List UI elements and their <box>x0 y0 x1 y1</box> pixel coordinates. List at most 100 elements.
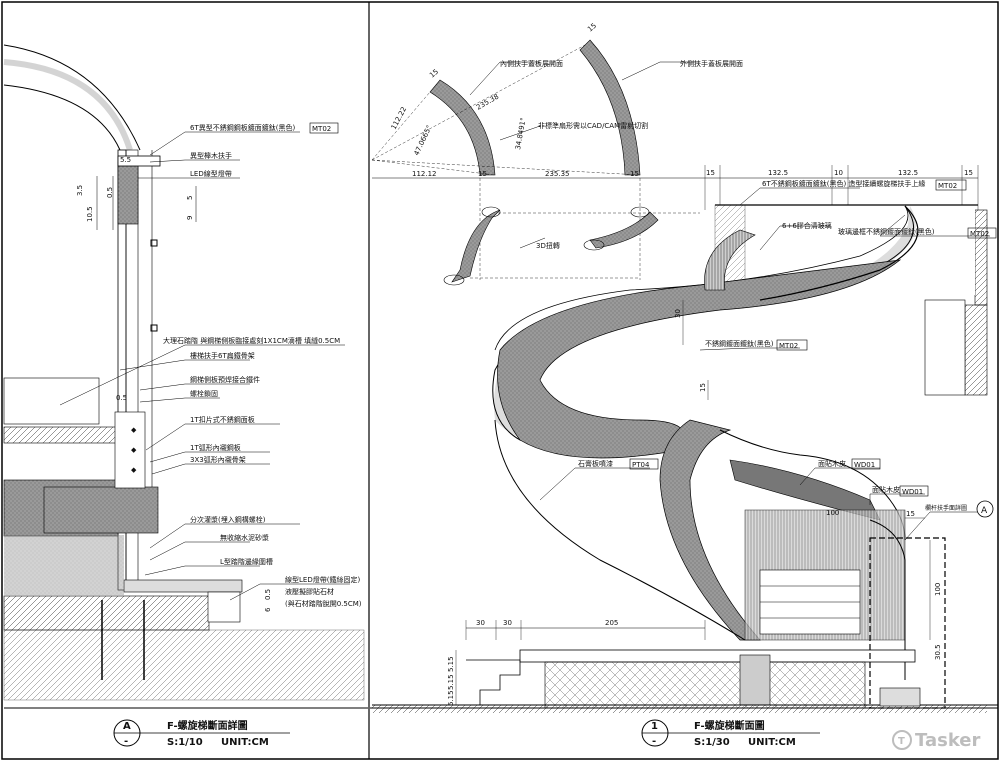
left-title-block: A - F-螺旋梯斷面詳圖 S:1/10 UNIT:CM <box>4 707 368 748</box>
dim-10-5: 10.5 <box>86 206 94 222</box>
left-unit: UNIT:CM <box>221 737 269 748</box>
spiral-staircase <box>372 204 998 713</box>
anno-right-6-tag: WD01 <box>902 488 923 496</box>
spiral-dimensions: 30 15 15 100 100 30.5 30 30 205 5.15 5.1… <box>447 300 942 706</box>
dim-top-b: 132.5 <box>768 169 788 177</box>
svg-text:T: T <box>898 736 905 747</box>
dim-3-5: 3.5 <box>76 185 84 196</box>
dim-t1: 15 <box>428 68 440 80</box>
anno-left-2: LED線型燈帶 <box>190 169 232 178</box>
right-title: F-螺旋梯斷面圖 <box>694 719 765 732</box>
watermark-text: Tasker <box>915 730 981 751</box>
anno-left-11: 無收縮水泥砂漿 <box>220 533 269 542</box>
dim-h4: 15 <box>630 170 639 178</box>
dim-top-c: 10 <box>834 169 843 177</box>
anno-left-3: 大理石踏階 與鋼梯側板臨接處刻1X1CM滴槽 填縫0.5CM <box>163 336 340 345</box>
anno-left-0: 6T異型不銹鋼鋼板鍍面鍍鈦(黑色) <box>190 123 295 132</box>
label-outer-handrail: 外側扶手蓋板展開面 <box>680 59 743 68</box>
left-annotations: 6T異型不銹鋼鋼板鍍面鍍鈦(黑色) MT02 異型櫸木扶手 LED線型燈帶 大理… <box>163 122 362 608</box>
dim-r100: 100 <box>826 509 839 517</box>
left-title: F-螺旋梯斷面詳圖 <box>167 719 248 732</box>
anno-right-6: 面貼木皮 <box>872 485 900 494</box>
spiral-top-dimensions: 15 132.5 10 132.5 15 <box>704 165 979 210</box>
dim-h1: 112.12 <box>412 170 437 178</box>
dim-bottom-a: 30 <box>476 619 485 627</box>
anno-left-0-tag: MT02 <box>312 125 331 133</box>
anno-left-6: 螺栓鎖固 <box>190 389 218 398</box>
anno-left-13: 線型LED燈帶(鐵絲固定) <box>285 575 360 584</box>
callout-letter: A <box>981 506 988 516</box>
anno-left-5: 鋼梯側板預焊接合鐵件 <box>190 375 260 384</box>
dim-r2: 235.38 <box>475 93 500 112</box>
dim-r1: 112.22 <box>390 106 409 131</box>
anno-right-0-tag: MT02 <box>938 182 957 190</box>
svg-text:◆: ◆ <box>131 426 137 434</box>
anno-right-3-tag: MT02 <box>779 342 798 350</box>
label-inner-handrail: 內側扶手蓋板展開面 <box>500 59 563 68</box>
dim-0-5b: 0.5 <box>116 394 127 402</box>
dim-h3: 235.35 <box>545 170 570 178</box>
anno-right-1: 6+6膠合清玻璃 <box>782 221 832 230</box>
anno-left-1: 異型櫸木扶手 <box>190 151 232 160</box>
anno-left-4: 樓梯扶手6T扁鐵骨架 <box>190 351 255 360</box>
anno-right-2: 玻璃邊框不銹鋼鍍面鍍鈦(黑色) <box>838 227 935 236</box>
anno-left-14: 液壓擬膠貼石材 <box>285 587 334 596</box>
label-cnc-cut: 非標準扇形需以CAD/CAM雷射切割 <box>538 121 648 130</box>
svg-text:◆: ◆ <box>131 446 137 454</box>
dim-v15: 15 <box>699 383 707 392</box>
anno-left-12: L型踏階邊緣圍槽 <box>220 557 273 566</box>
dim-r15: 15 <box>906 510 915 518</box>
dim-0-5c: 0.5 <box>264 589 272 600</box>
dim-5: 5 <box>186 196 194 200</box>
handrail-developed-views <box>371 39 705 286</box>
anno-left-7: 1T扣片式不銹鋼面板 <box>190 415 255 424</box>
dim-v30: 30 <box>674 309 682 318</box>
dim-step-0: 5.15 <box>447 656 455 672</box>
dim-0-5a: 0.5 <box>106 187 114 198</box>
left-dimensions: 3.5 10.5 0.5 5 9 5.5 0.5 0.5 6 <box>76 156 272 612</box>
anno-left-9: 3X3弧形內襯骨架 <box>190 455 246 464</box>
left-section-detail: ◆ ◆ ◆ <box>3 44 365 701</box>
dim-6: 6 <box>264 607 272 612</box>
anno-right-0: 6T不銹鋼板鍍面鍍鈦(黑色) 造型接續螺旋梯扶手上緣 <box>762 179 925 188</box>
top-dimensions: 112.22 235.38 47.0665° 34.8491° 15 15 11… <box>390 22 639 178</box>
left-scale: S:1/10 <box>167 737 203 748</box>
left-leaders <box>59 131 350 601</box>
anno-right-5: 面貼木皮 <box>818 459 846 468</box>
dim-h2: 15 <box>478 170 487 178</box>
right-scale: S:1/30 <box>694 737 730 748</box>
watermark: T Tasker <box>892 730 981 751</box>
dim-top-a: 15 <box>706 169 715 177</box>
dim-a2: 34.8491° <box>514 117 528 150</box>
anno-right-2-tag: MT02 <box>970 230 989 238</box>
svg-text:◆: ◆ <box>131 466 137 474</box>
left-bubble-sub: - <box>124 736 128 747</box>
anno-right-5-tag: WD01 <box>854 461 875 469</box>
left-bubble-letter: A <box>123 721 131 732</box>
dim-bottom-b: 30 <box>503 619 512 627</box>
dim-a1: 47.0665° <box>413 124 434 157</box>
anno-right-3: 不銹鋼鍍面鍍鈦(黑色) <box>705 339 774 348</box>
dim-bottom-c: 205 <box>605 619 618 627</box>
dim-s100: 100 <box>934 583 942 596</box>
right-leaders <box>539 187 990 541</box>
dim-9: 9 <box>186 216 194 220</box>
anno-left-8: 1T弧形內襯鋼板 <box>190 443 241 452</box>
dim-s30-5: 30.5 <box>934 644 942 660</box>
right-unit: UNIT:CM <box>748 737 796 748</box>
anno-right-4-tag: PT04 <box>632 461 650 469</box>
right-bubble-letter: 1 <box>651 721 658 732</box>
dim-step-2: 5.15 <box>447 690 455 706</box>
dim-top-e: 15 <box>964 169 973 177</box>
anno-left-10: 分次灌漿(埋入鋼構螺栓) <box>190 515 266 524</box>
right-bubble-sub: - <box>652 736 656 747</box>
dim-step-1: 5.15 <box>447 674 455 690</box>
right-title-block: 1 - F-螺旋梯斷面圖 S:1/30 UNIT:CM <box>370 707 998 748</box>
right-annotations: 6T不銹鋼板鍍面鍍鈦(黑色) 造型接續螺旋梯扶手上緣 MT02 6+6膠合清玻璃… <box>578 179 997 518</box>
anno-right-4: 石膏板噴漆 <box>578 459 613 468</box>
top-labels: 內側扶手蓋板展開面 外側扶手蓋板展開面 非標準扇形需以CAD/CAM雷射切割 3… <box>469 59 743 250</box>
dim-t2: 15 <box>586 22 598 34</box>
dim-top-d: 132.5 <box>898 169 918 177</box>
